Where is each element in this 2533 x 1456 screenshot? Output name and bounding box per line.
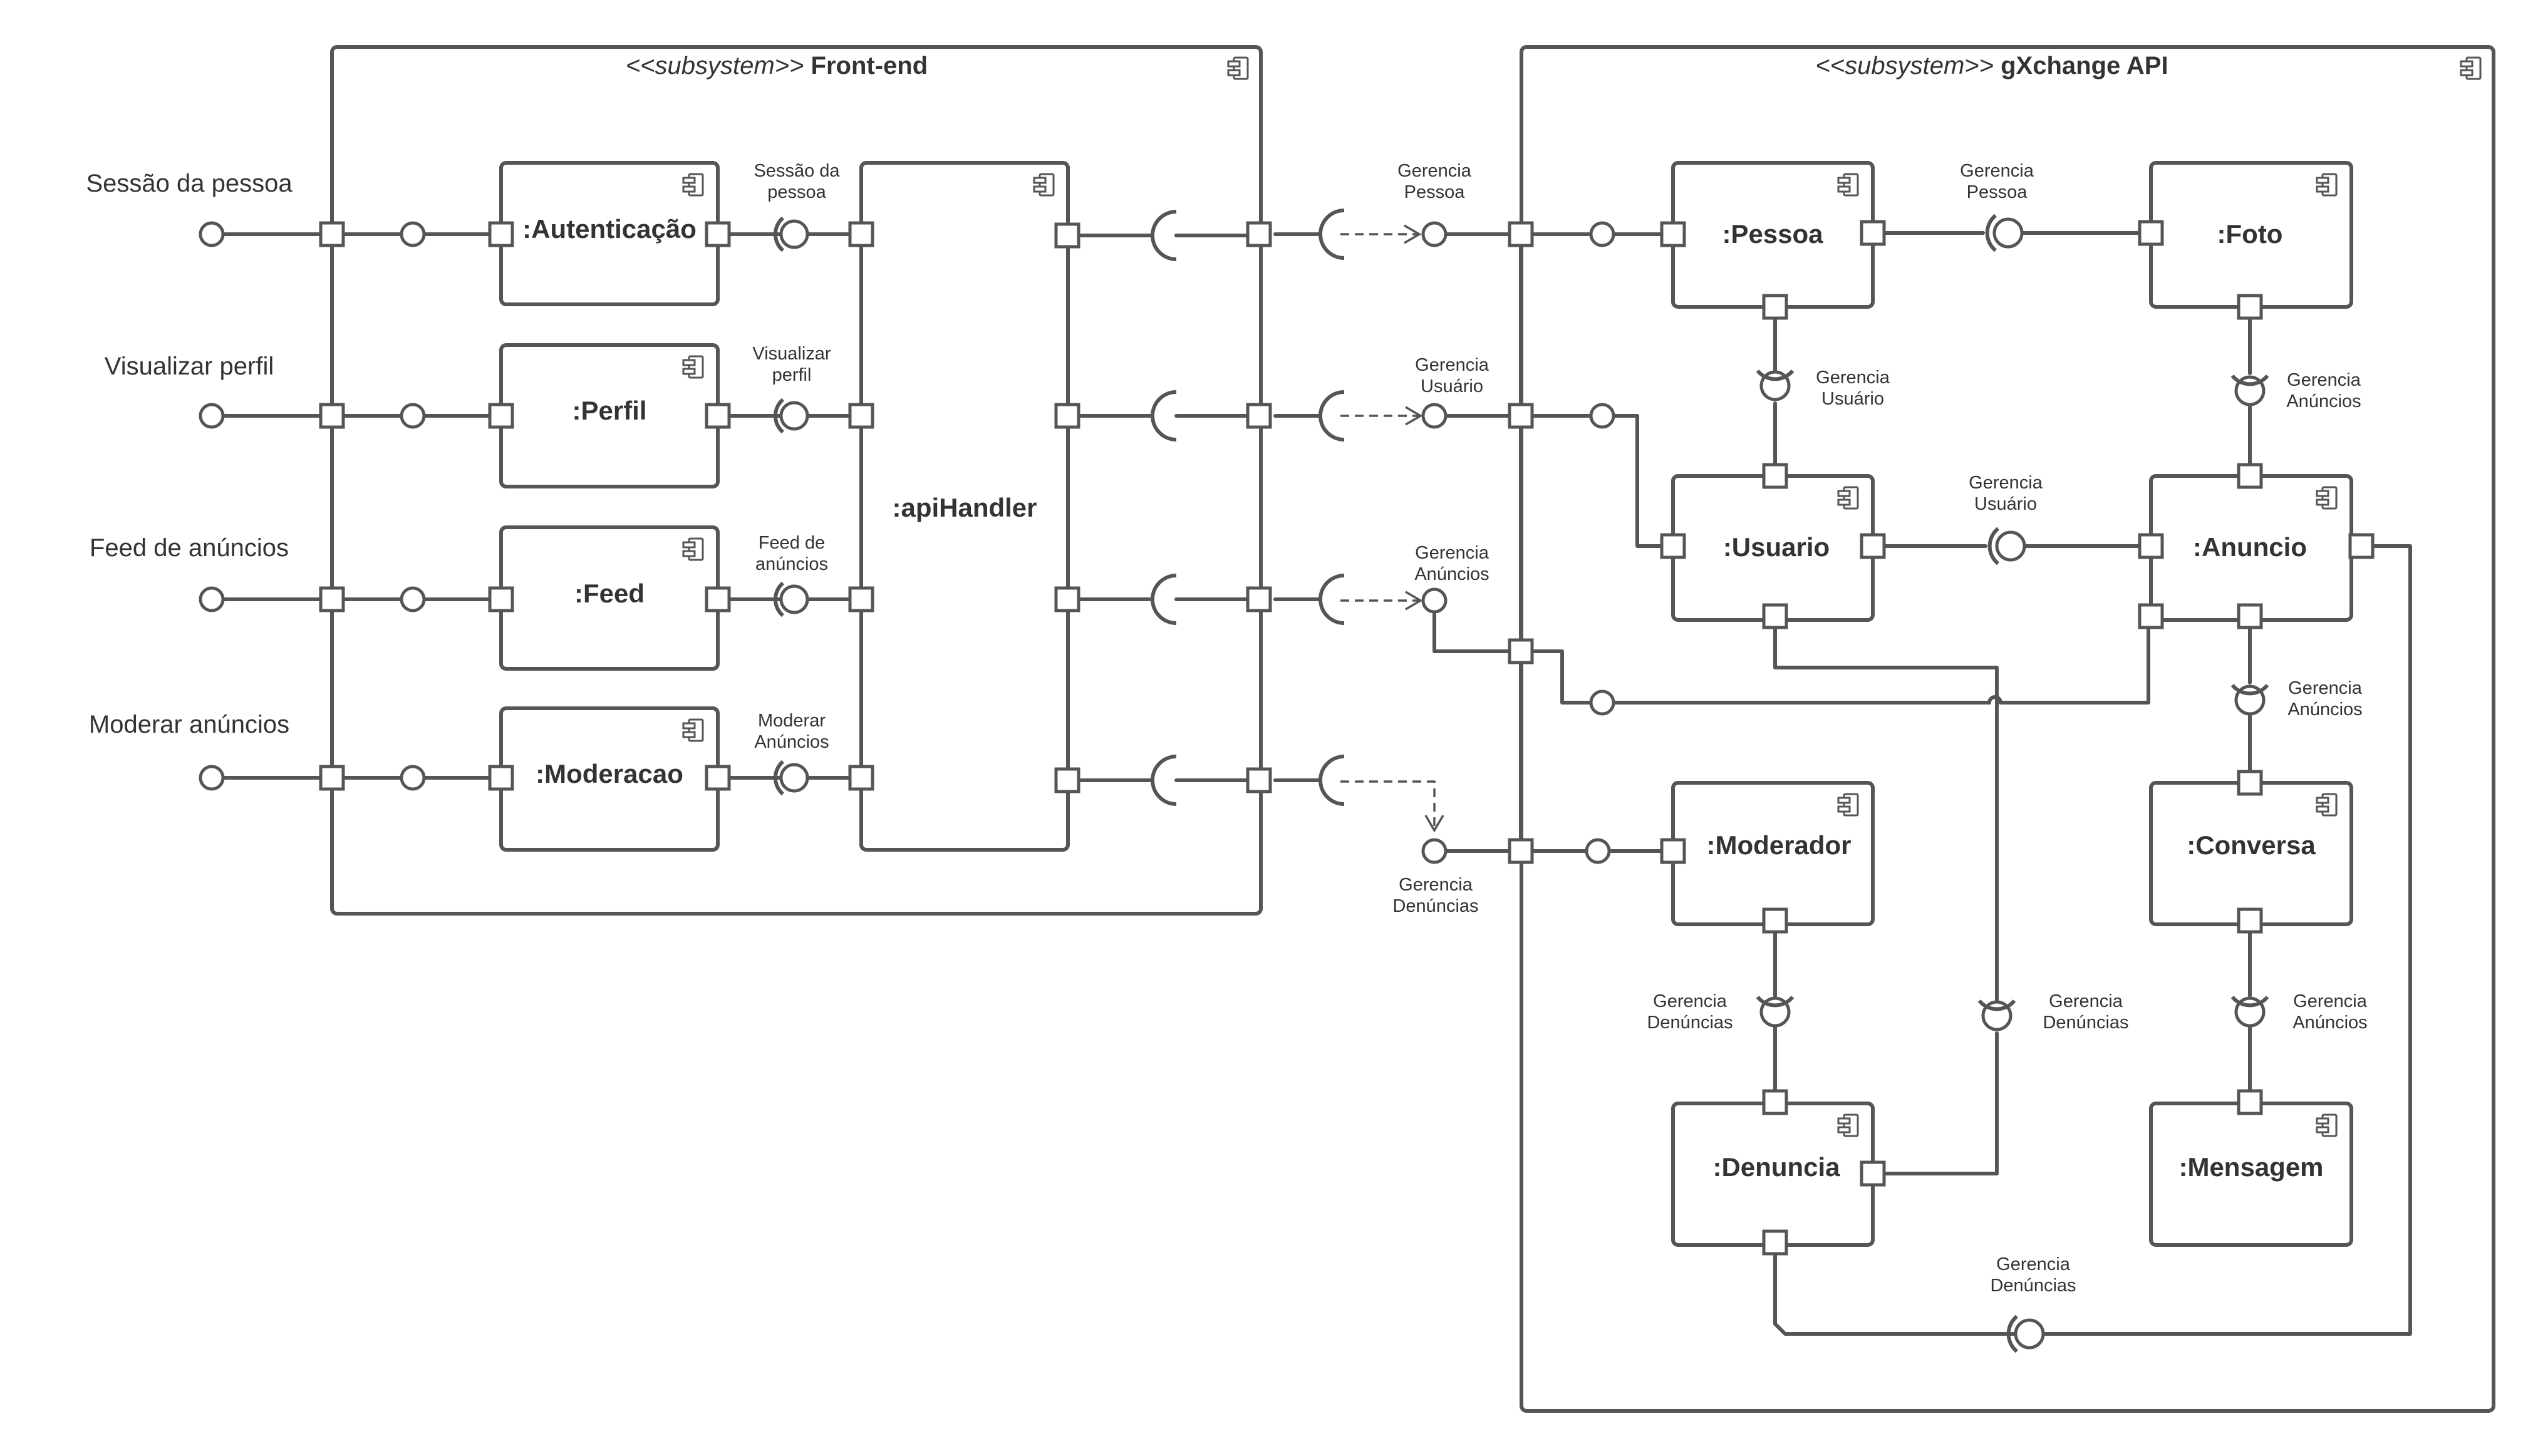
sessao-interface[interactable] bbox=[199, 221, 225, 247]
frontend-internal-lollipops bbox=[400, 221, 426, 791]
component-pessoa[interactable]: :Pessoa bbox=[1671, 161, 1875, 309]
frontend-ports bbox=[319, 221, 1272, 793]
moderacao-label: :Moderacao bbox=[536, 759, 683, 788]
api-title: <<subsystem>> gXchange API bbox=[1815, 52, 2168, 80]
frontend-assemblies bbox=[773, 209, 1345, 806]
conversa-label: :Conversa bbox=[2187, 830, 2316, 860]
component-anuncio[interactable]: :Anuncio bbox=[2149, 474, 2353, 622]
autenticacao-label: :Autenticação bbox=[522, 214, 697, 244]
moderar-interface[interactable] bbox=[199, 765, 225, 791]
frontend-title: <<subsystem>> Front-end bbox=[626, 52, 928, 80]
gerencia-denuncias-interface[interactable] bbox=[1421, 838, 1448, 864]
component-feed[interactable]: :Feed bbox=[499, 525, 720, 671]
gerencia-usuario-interface[interactable] bbox=[1421, 403, 1448, 429]
mensagem-label: :Mensagem bbox=[2178, 1152, 2323, 1182]
usuario-label: :Usuario bbox=[1723, 532, 1830, 562]
foto-label: :Foto bbox=[2217, 219, 2283, 249]
apihandler-label: :apiHandler bbox=[892, 493, 1037, 522]
component-perfil[interactable]: :Perfil bbox=[499, 343, 720, 488]
denuncia-label: :Denuncia bbox=[1712, 1152, 1840, 1182]
moderador-label: :Moderador bbox=[1707, 830, 1852, 860]
component-apihandler[interactable]: :apiHandler bbox=[859, 161, 1070, 852]
frontend-connections bbox=[221, 232, 1322, 782]
perfil-label: :Perfil bbox=[572, 396, 646, 425]
external-interfaces-left: Sessão da pessoa Visualizar perfil Feed … bbox=[86, 170, 293, 791]
api-connections bbox=[1432, 231, 2412, 1336]
anuncio-label: :Anuncio bbox=[2193, 532, 2307, 562]
api-assemblies bbox=[1756, 214, 2269, 1353]
component-moderador[interactable]: :Moderador bbox=[1671, 781, 1875, 926]
component-usuario[interactable]: :Usuario bbox=[1671, 474, 1875, 622]
feed-comp-label: :Feed bbox=[574, 579, 645, 608]
visualizar-label: Visualizar perfil bbox=[105, 353, 274, 380]
api-lollipops bbox=[1421, 221, 1615, 864]
component-denuncia[interactable]: :Denuncia bbox=[1671, 1102, 1875, 1247]
api-ports bbox=[1508, 220, 2375, 1256]
feed-label: Feed de anúncios bbox=[90, 534, 289, 562]
component-mensagem[interactable]: :Mensagem bbox=[2149, 1102, 2353, 1247]
pessoa-label: :Pessoa bbox=[1722, 219, 1823, 249]
moderar-label: Moderar anúncios bbox=[89, 711, 289, 738]
gerencia-pessoa-interface[interactable] bbox=[1421, 221, 1448, 247]
feed-interface[interactable] bbox=[199, 586, 225, 612]
visualizar-interface[interactable] bbox=[199, 403, 225, 429]
component-conversa[interactable]: :Conversa bbox=[2149, 781, 2353, 926]
sessao-label: Sessão da pessoa bbox=[86, 170, 293, 197]
gerencia-anuncios-interface[interactable] bbox=[1421, 587, 1448, 614]
component-moderacao[interactable]: :Moderacao bbox=[499, 706, 720, 852]
component-autenticacao[interactable]: :Autenticação bbox=[499, 161, 720, 306]
component-foto[interactable]: :Foto bbox=[2149, 161, 2353, 309]
inter-subsystem-dependencies bbox=[1340, 224, 1444, 833]
